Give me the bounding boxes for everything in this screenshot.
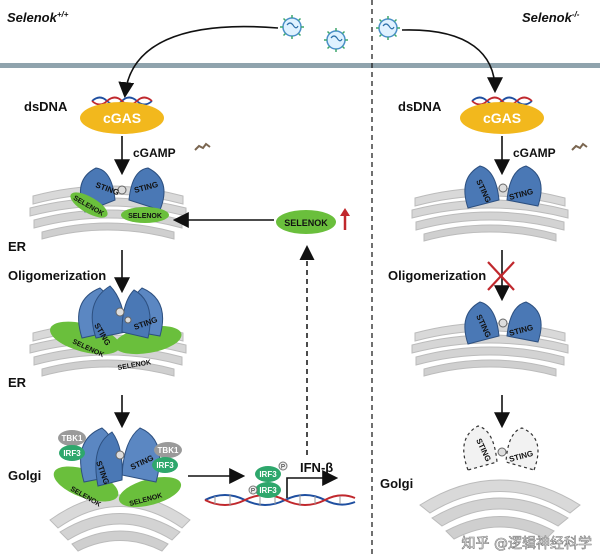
- tbk1-label: TBK1: [62, 434, 83, 443]
- irf3-protein: [59, 445, 85, 461]
- left-panel-title: Selenok+/+: [7, 10, 69, 25]
- tbk1-protein: [58, 430, 86, 446]
- golgi-apparatus: [49, 494, 191, 552]
- tbk1-protein: [154, 442, 182, 458]
- irf3-label: IRF3: [156, 461, 174, 470]
- selenok-label: SELENOK: [128, 213, 162, 220]
- irf3-protein: [152, 457, 178, 473]
- cgas-enzyme: [460, 102, 544, 134]
- upregulation-arrow-head: [340, 208, 350, 216]
- cgamp-molecule-icon: [571, 142, 588, 151]
- cgas-label: cGAS: [483, 110, 521, 126]
- cgamp-molecule-icon: [498, 183, 508, 193]
- cgamp-molecule-icon: [497, 447, 507, 457]
- virus-icon: [323, 27, 349, 53]
- dsdna-label: dsDNA: [398, 99, 442, 114]
- er-label: ER: [8, 239, 27, 254]
- cgamp-molecule-icon: [117, 185, 127, 195]
- cgas-enzyme: [80, 102, 164, 134]
- cgas-label: cGAS: [103, 110, 141, 126]
- cgamp-label: cGAMP: [513, 146, 556, 160]
- golgi-apparatus: [419, 479, 581, 540]
- sting-absent-outline: [463, 425, 539, 471]
- transcription-arrow: [286, 470, 339, 498]
- er-label: ER: [8, 375, 27, 390]
- virus-icon: [279, 14, 305, 40]
- infection-arrow-left: [118, 25, 279, 99]
- selenok-protein: [118, 476, 182, 508]
- irf3-protein: [255, 466, 281, 482]
- golgi-label: Golgi: [380, 476, 413, 491]
- sting-signalosome: [53, 427, 182, 508]
- sting-oligomer: [50, 285, 182, 355]
- sting-dimer: [464, 165, 542, 209]
- irf3-protein: [255, 482, 281, 498]
- selenok-upregulated: [276, 210, 336, 234]
- selenok-protein: [53, 466, 119, 502]
- cgamp-label: cGAMP: [133, 146, 176, 160]
- selenok-protein: [121, 207, 169, 223]
- right-panel-title: Selenok-/-: [522, 10, 580, 25]
- phosphate-icon: [278, 461, 288, 471]
- sting-dimer: [464, 301, 542, 345]
- cgamp-molecule-icon: [124, 316, 132, 324]
- infection-arrow-right: [401, 29, 503, 94]
- cgamp-molecule-icon: [115, 450, 125, 460]
- watermark-text: 知乎 @逻辑神经科学: [462, 535, 592, 552]
- phosphate-label: P: [281, 465, 285, 471]
- dsdna-label: dsDNA: [24, 99, 68, 114]
- golgi-label: Golgi: [8, 468, 41, 483]
- oligomerization-label: Oligomerization: [8, 268, 106, 283]
- oligomerization-label: Oligomerization: [388, 268, 486, 283]
- irf3-label: IRF3: [259, 470, 277, 479]
- selenok-protein: [70, 192, 108, 218]
- tbk1-label: TBK1: [158, 446, 179, 455]
- plasma-membrane: [0, 63, 600, 68]
- selenok-feedback-label: SELENOK: [284, 218, 328, 228]
- dna-strand: [204, 494, 356, 506]
- irf3-label: IRF3: [259, 486, 277, 495]
- cgamp-molecule-icon: [115, 307, 125, 317]
- irf3-label: IRF3: [63, 449, 81, 458]
- cgamp-molecule-icon: [498, 318, 508, 328]
- blocked-x-icon: [487, 261, 515, 291]
- phosphate-icon: [248, 485, 258, 495]
- cgamp-molecule-icon: [194, 142, 211, 151]
- virus-icon: [375, 15, 401, 41]
- phosphate-label: P: [251, 489, 255, 495]
- ifn-label: IFN-β: [300, 460, 333, 475]
